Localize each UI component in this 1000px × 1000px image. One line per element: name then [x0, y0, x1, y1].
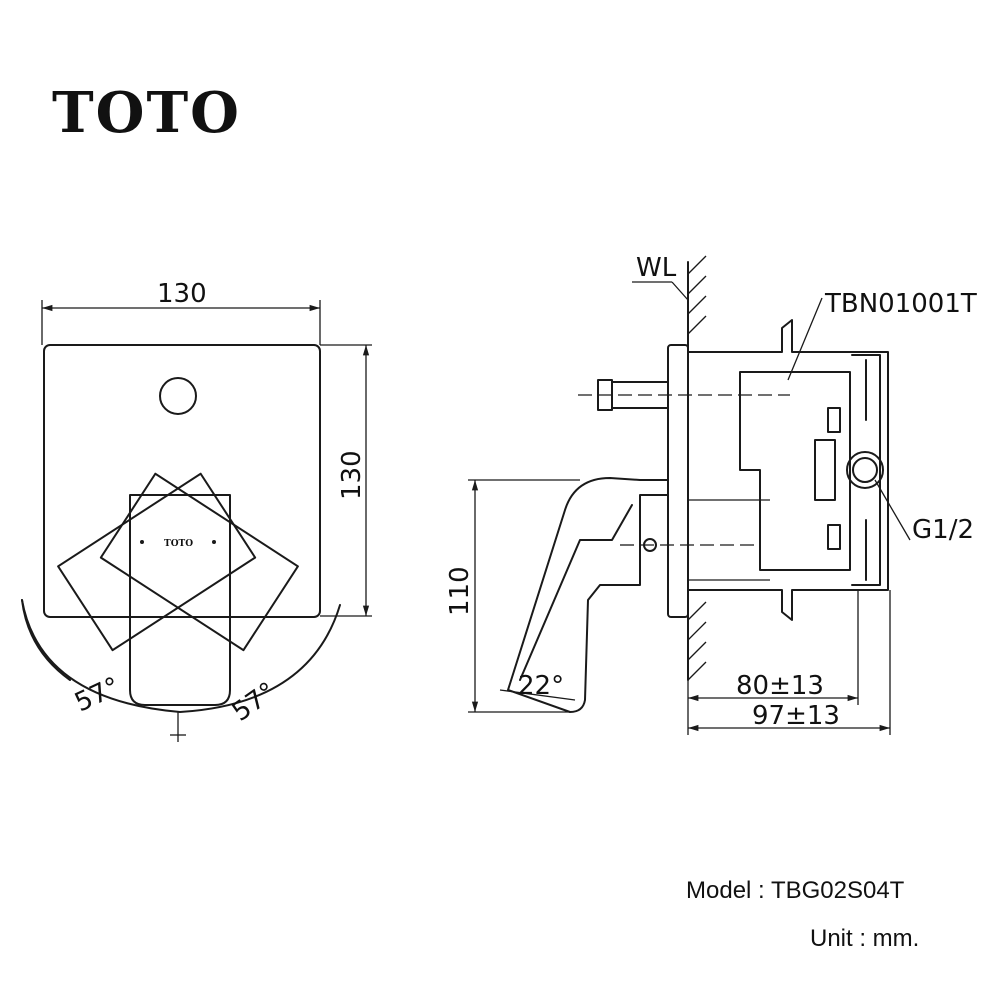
cover-plate	[43, 344, 321, 618]
depth-dimension-max: 97±13	[752, 701, 840, 731]
brand-logo: TOTO	[52, 80, 241, 146]
handle-height-dimension: 110	[445, 566, 475, 616]
angle-right-label: 57°	[227, 677, 282, 728]
depth-dimension-min: 80±13	[736, 671, 824, 701]
model-label: Model : TBG02S04T	[686, 877, 905, 904]
thread-size-label: G1/2	[912, 515, 974, 545]
side-view: WL TBN01001T G1/2	[445, 253, 977, 735]
handle-neutral	[129, 494, 231, 706]
front-height-dimension: 130	[337, 450, 367, 500]
front-view: 130 130 TOTO 57° 57°	[21, 279, 372, 742]
angle-left-label: 57°	[70, 672, 124, 719]
handle-rotated-left	[57, 472, 257, 652]
wall-level-label: WL	[636, 253, 677, 283]
diverter-button	[159, 377, 197, 415]
front-width-dimension: 130	[157, 279, 207, 309]
handle-rotated-right	[99, 472, 299, 652]
thread-connection	[846, 451, 884, 489]
cover-plate-profile	[667, 344, 689, 618]
valve-body	[687, 319, 889, 621]
handle-logo: TOTO	[164, 539, 193, 549]
handle-angle-label: 22°	[518, 671, 564, 701]
cartridge-part-label: TBN01001T	[824, 289, 977, 319]
unit-label: Unit : mm.	[810, 925, 919, 952]
